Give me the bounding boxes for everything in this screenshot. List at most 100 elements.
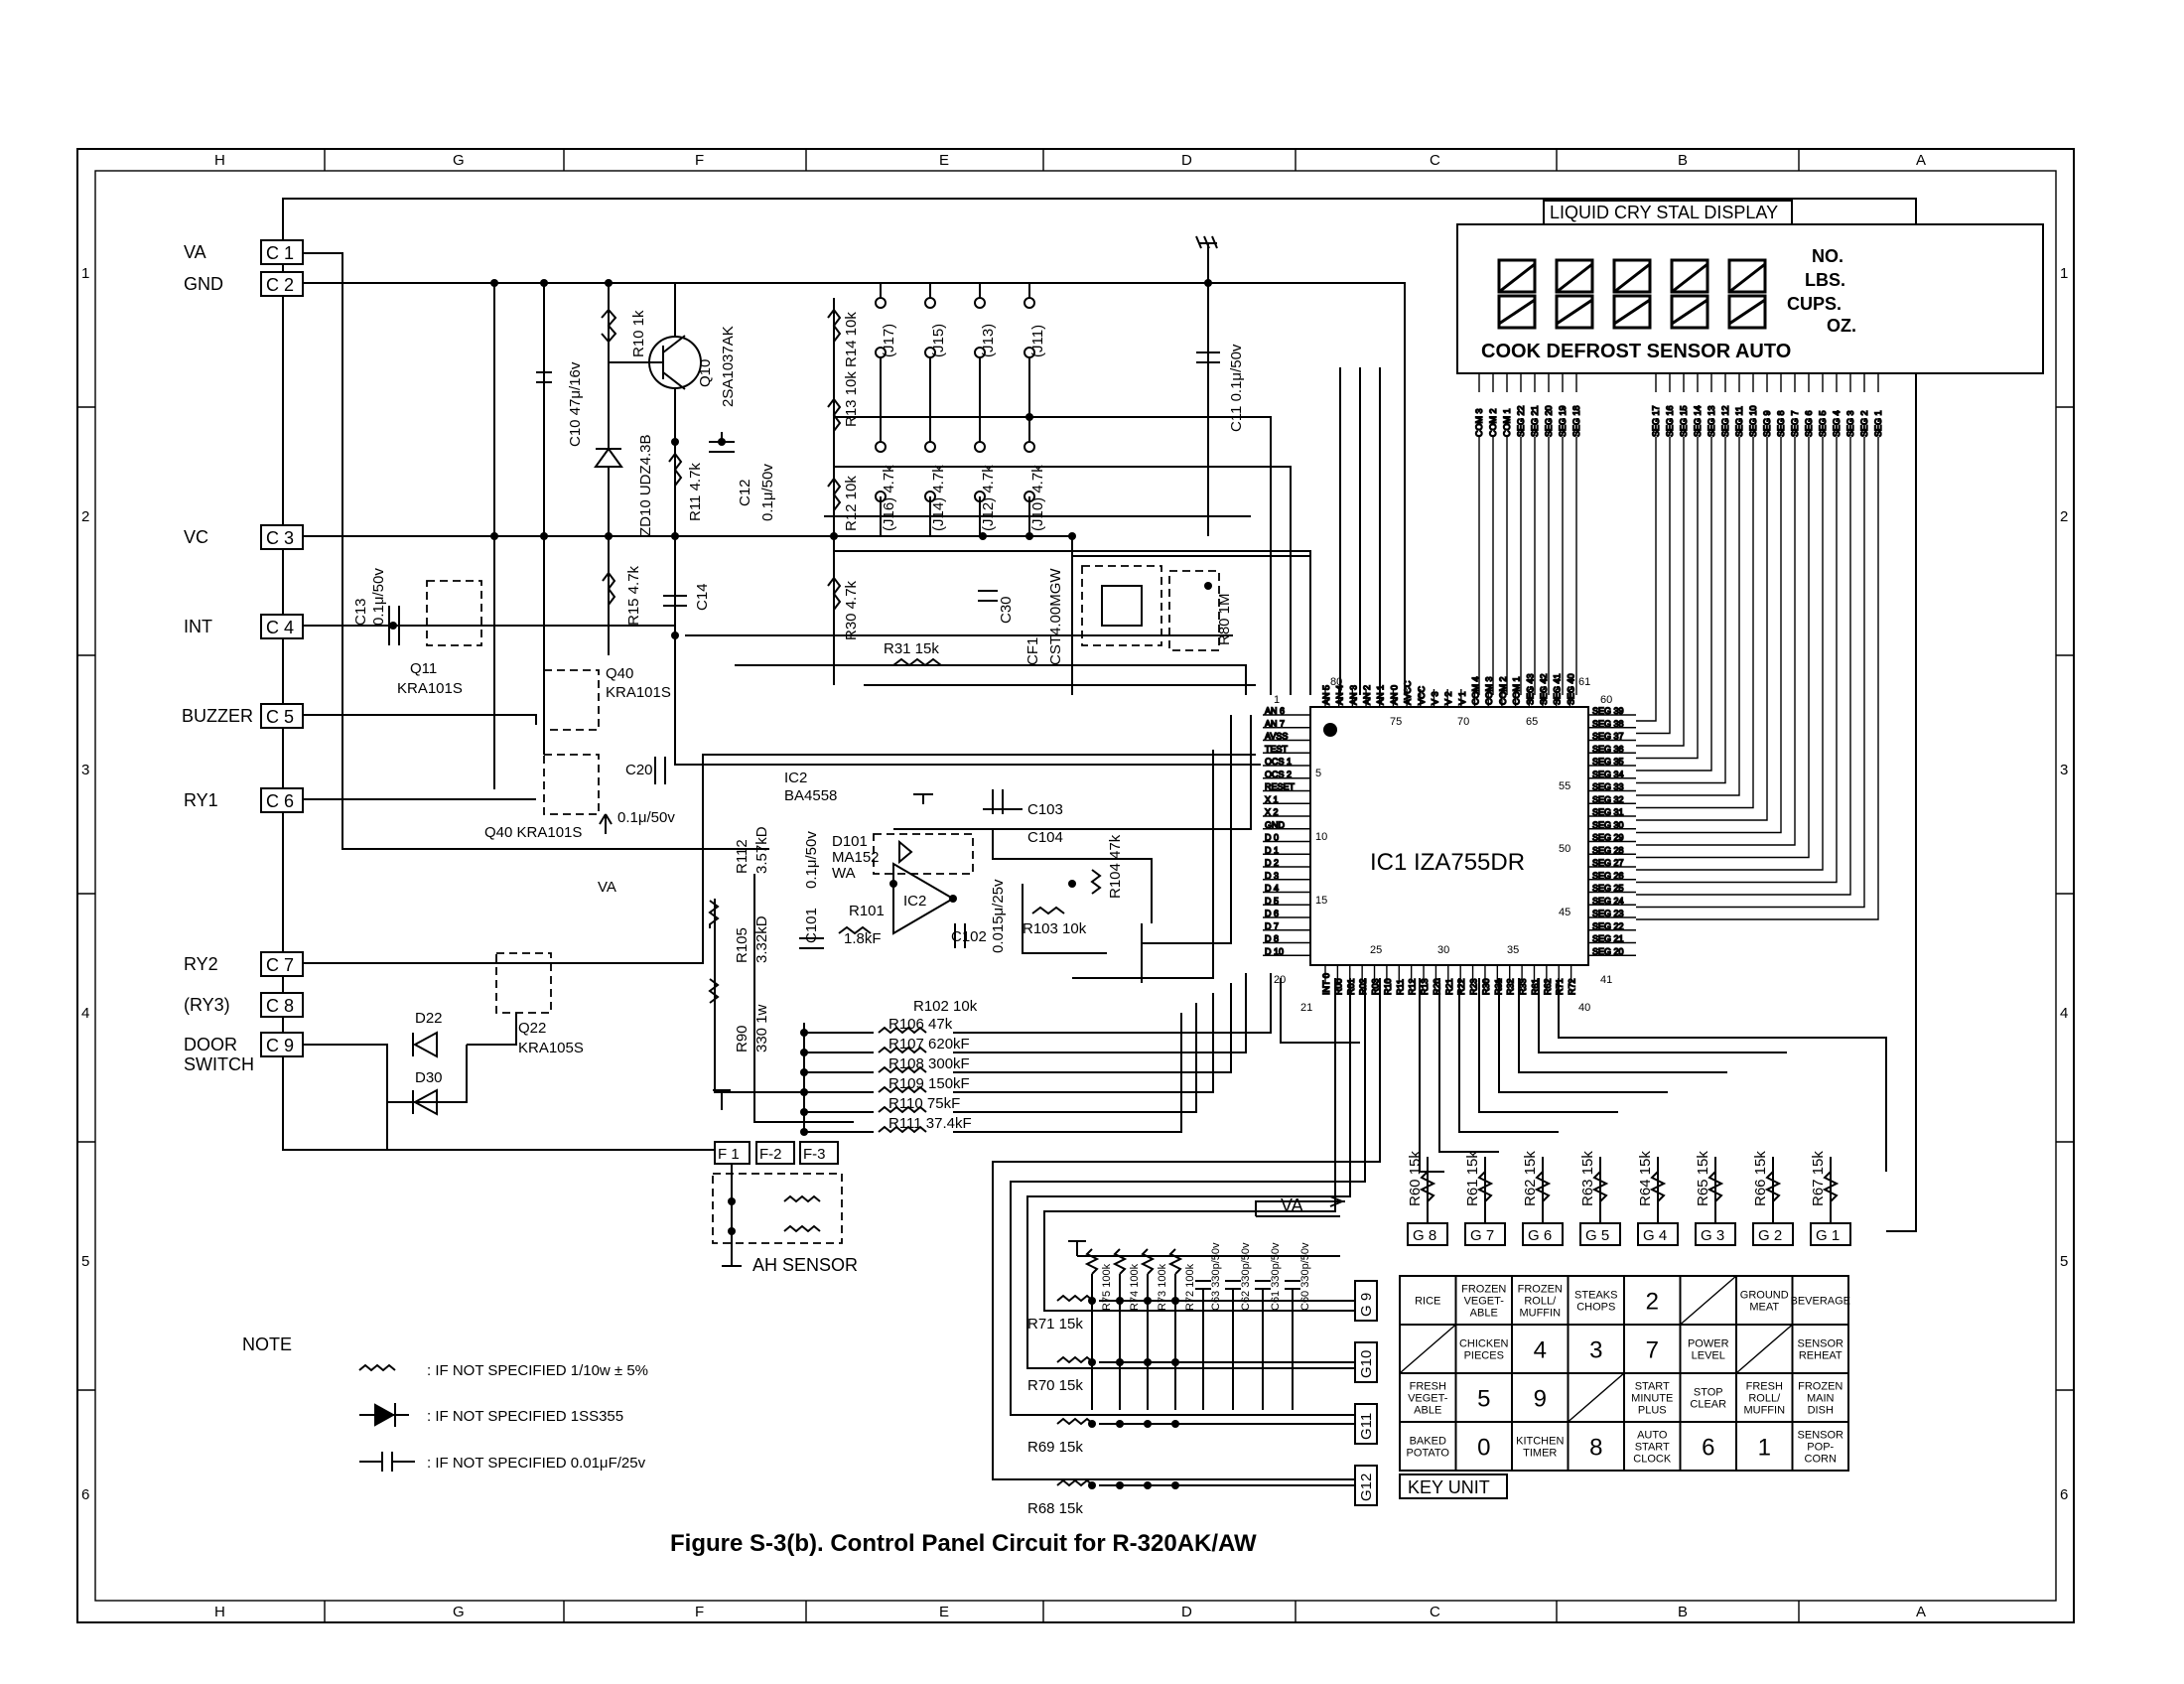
key-label: SENSOR xyxy=(1798,1338,1844,1350)
row-left-2: 2 xyxy=(81,508,89,525)
lcd-digit xyxy=(1497,258,1537,330)
key-label: CHOPS xyxy=(1576,1302,1615,1314)
pin-num-61: 61 xyxy=(1578,676,1590,688)
r80-label: R80 1M xyxy=(1216,593,1233,645)
key-5[interactable]: 5 xyxy=(1454,1372,1513,1423)
col-top-f: F xyxy=(695,152,704,169)
key-label: KITCHEN xyxy=(1516,1436,1564,1448)
pin-c5: C 5 xyxy=(266,707,294,727)
ic1-pin-an-3: AN 3 xyxy=(1348,685,1358,705)
key-blank[interactable] xyxy=(1567,1372,1625,1423)
key-7[interactable]: 7 xyxy=(1623,1324,1682,1374)
key-label: MUFFIN xyxy=(1519,1308,1561,1320)
q22-label: Q22 xyxy=(518,1020,546,1037)
ic1-pin-an-6: AN 6 xyxy=(1265,706,1285,716)
key-rice[interactable]: RICE xyxy=(1399,1275,1457,1326)
key-resistor-r65-15k: R65 15k xyxy=(1695,1151,1711,1206)
ic1-pin-x-1: X 1 xyxy=(1265,794,1279,804)
junction-dot xyxy=(1088,1358,1096,1366)
key-blank[interactable] xyxy=(1735,1324,1794,1374)
ic1-pin-r30: R30 xyxy=(1481,978,1491,995)
col-bottom-h: H xyxy=(214,1604,225,1620)
ic1-pin-seg-41: SEG 41 xyxy=(1553,673,1563,705)
row-resistor xyxy=(1056,1355,1094,1364)
opamp-section: IC2 BA4558 IC2 R112 3.57kD R105 3.32kD R… xyxy=(708,770,1143,1136)
lcd-pin-seg-6: SEG 6 xyxy=(1804,410,1814,437)
q10-label: Q10 xyxy=(697,359,714,387)
ic1-label: IC1 IZA755DR xyxy=(1370,849,1525,876)
ic1-pin-seg-31: SEG 31 xyxy=(1592,807,1624,817)
key-blank[interactable] xyxy=(1399,1324,1457,1374)
d30-label: D30 xyxy=(415,1069,443,1086)
key-label: MEAT xyxy=(1749,1302,1779,1314)
ic1-pin-r62: R62 xyxy=(1543,978,1553,995)
g-pin-label: G 8 xyxy=(1413,1227,1436,1244)
col-top-d: D xyxy=(1181,152,1192,169)
signal-ry1: RY1 xyxy=(184,790,218,810)
junction-dot xyxy=(1171,1481,1179,1489)
key-4[interactable]: 4 xyxy=(1511,1324,1570,1374)
lcd-pin-seg-14: SEG 14 xyxy=(1693,405,1703,437)
key-beverage[interactable]: BEVERAGE xyxy=(1790,1275,1850,1326)
ic1-pin-seg-28: SEG 28 xyxy=(1592,845,1624,855)
col-bottom-c: C xyxy=(1430,1604,1440,1620)
lcd-digit xyxy=(1555,258,1594,330)
transistor-section: C13 0.1μ/50v Q11 KRA101S Q40 KRA101S Q40… xyxy=(352,568,675,1116)
pullup-resistor xyxy=(1140,1248,1156,1275)
junction-dot xyxy=(1144,1420,1152,1428)
col-top-e: E xyxy=(939,152,949,169)
key-blank[interactable] xyxy=(1679,1275,1737,1326)
g-pin-label: G 7 xyxy=(1470,1227,1494,1244)
ic1-pin-d-8: D 8 xyxy=(1265,934,1279,944)
ic1-pin-seg-26: SEG 26 xyxy=(1592,871,1624,881)
lcd-pin-seg-5: SEG 5 xyxy=(1818,410,1828,437)
key-label: POWER xyxy=(1688,1338,1729,1350)
key-3[interactable]: 3 xyxy=(1567,1324,1625,1374)
q10-type: 2SA1037AK xyxy=(720,326,737,407)
q22-type: KRA105S xyxy=(518,1040,584,1056)
ic1-pin-an-0: AN 0 xyxy=(1389,685,1399,705)
key-label: AUTO xyxy=(1637,1430,1668,1442)
g-pin-label: G11 xyxy=(1358,1413,1375,1440)
key-2[interactable]: 2 xyxy=(1623,1275,1682,1326)
key-1[interactable]: 1 xyxy=(1735,1421,1794,1472)
key-9[interactable]: 9 xyxy=(1511,1372,1570,1423)
row-resistor-r70-15k: R70 15k xyxy=(1027,1377,1083,1394)
ic1-pin-seg-34: SEG 34 xyxy=(1592,770,1624,779)
ic2-type: BA4558 xyxy=(784,787,837,804)
ic1-pin-x-2: X 2 xyxy=(1265,807,1279,817)
ic1-pin-r11: R11 xyxy=(1395,979,1405,995)
key-0[interactable]: 0 xyxy=(1454,1421,1513,1472)
j12-label: (J12) 4.7k xyxy=(980,465,997,531)
pin-num-21: 21 xyxy=(1300,1002,1312,1014)
ic1-pin-seg-38: SEG 38 xyxy=(1592,719,1624,729)
key-8[interactable]: 8 xyxy=(1567,1421,1625,1472)
key-resistor-r67-15k: R67 15k xyxy=(1810,1151,1827,1206)
r109-label: R109 150kF xyxy=(888,1075,970,1092)
lcd-pin-seg-8: SEG 8 xyxy=(1776,410,1786,437)
ic1-pin-com-2: COM 2 xyxy=(1498,676,1508,705)
row-left-3: 3 xyxy=(81,762,89,778)
ic1-pin-r20: R20 xyxy=(1432,978,1441,995)
key-label: DISH xyxy=(1808,1405,1834,1417)
key-6[interactable]: 6 xyxy=(1679,1421,1737,1472)
